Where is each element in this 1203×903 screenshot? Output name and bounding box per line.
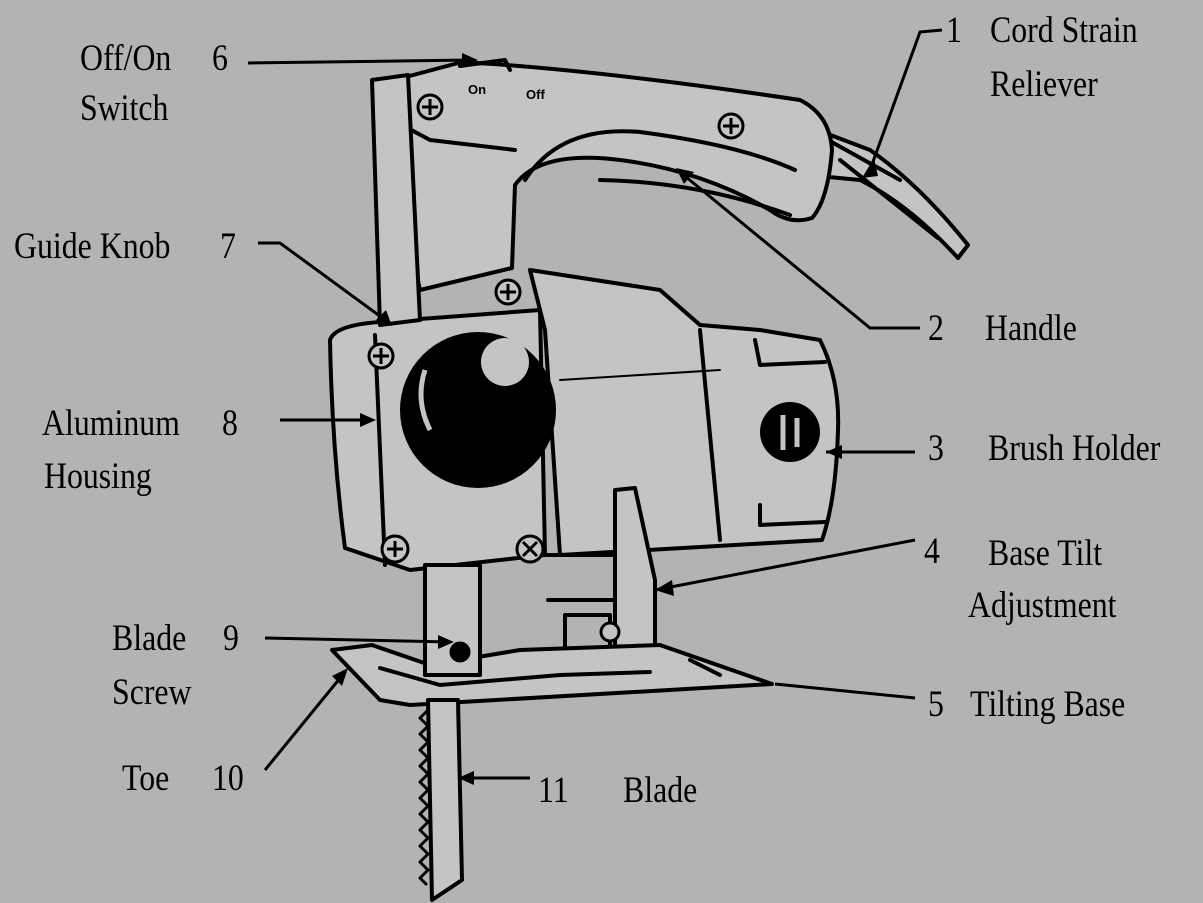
callout-number-4: 4 [924,531,940,572]
blade-screw-head [446,638,474,666]
motor-housing-shape [528,268,841,557]
screws [367,93,745,643]
brush-holder-slot [780,415,800,450]
callout-label-guide-knob: Guide Knob [14,226,171,267]
callout-label-tilting-base: Tilting Base [970,684,1126,725]
leader-arrowheads [332,53,878,785]
callout-number-9: 9 [223,618,239,659]
guide-knob-shine [418,369,433,432]
leader-lines [247,28,943,780]
callout-number-8: 8 [222,403,238,444]
callout-label-brush-holder: Brush Holder [988,428,1161,469]
callout-number-11: 11 [538,770,569,811]
guide-knob-highlight [481,338,529,386]
blade-teeth [418,708,430,886]
leader-7 [258,241,389,324]
callout-label-adjustment: Adjustment [968,585,1117,626]
callout-number-6: 6 [212,38,228,79]
callout-number-7: 7 [220,226,236,267]
leader-4 [654,538,916,592]
leader-6 [247,58,471,65]
callout-label-cord-strain: Cord Strain [990,10,1138,51]
power-cord [806,126,970,260]
switch-off-marking: Off [526,87,545,102]
handle-shape [398,58,834,292]
callout-number-1: 1 [946,10,962,51]
callout-label-blade-screw-blade: Blade [112,618,187,659]
tilting-base-shape [330,643,774,707]
callout-label-handle: Handle [985,308,1077,349]
callout-label-blade: Blade [623,770,698,811]
callout-label-housing: Housing [44,456,152,497]
callout-label-aluminum: Aluminum [42,403,180,444]
leader-1 [868,28,943,171]
callout-label-switch: Switch [80,88,169,129]
callout-number-3: 3 [928,428,944,469]
callout-label-toe: Toe [122,758,170,799]
callout-label-off-on: Off/On [80,38,172,79]
callout-label-base-tilt: Base Tilt [988,533,1103,574]
callout-label-blade-screw-screw: Screw [112,672,192,713]
callout-number-2: 2 [928,308,944,349]
leader-10 [263,671,347,771]
callout-label-reliever: Reliever [990,64,1098,105]
blade-shape [426,698,464,902]
leader-9 [264,636,451,644]
callout-number-5: 5 [928,684,944,725]
leader-2 [679,170,920,330]
callout-number-10: 10 [212,758,244,799]
switch-on-marking: On [468,82,487,97]
brush-holder-cap [760,402,820,462]
leader-5 [774,682,916,700]
